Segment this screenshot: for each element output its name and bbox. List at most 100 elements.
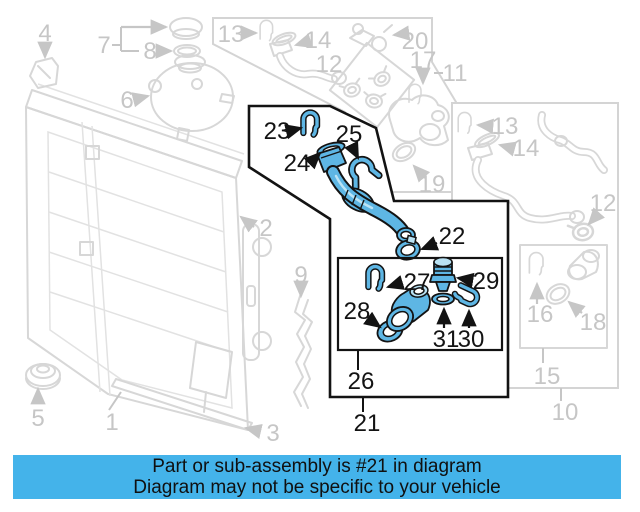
callout-label-2: 2: [259, 215, 272, 242]
mounting-bracket: [29, 57, 59, 89]
radiator-cap: [169, 17, 203, 40]
hose-end-fitting: [467, 142, 493, 161]
callout-label-29: 29: [473, 268, 500, 295]
lower-bracket: [293, 295, 313, 409]
upper-hose-box: [212, 17, 457, 193]
sensor-seal: [431, 292, 455, 306]
water-pipe: [316, 146, 416, 243]
callout-label-10: 10: [552, 399, 579, 426]
callout-label-24: 24: [284, 150, 311, 177]
drain-grommet: [25, 363, 61, 390]
callout-arrow-29: [455, 272, 475, 289]
callout-19: 19: [412, 164, 445, 198]
banner-line1: Part or sub-assembly is #21 in diagram: [152, 456, 482, 477]
callout-arrow-27: [385, 275, 405, 290]
callout-20: 20: [391, 25, 428, 55]
callout-7: 7: [97, 19, 169, 59]
callout-10: 10: [552, 388, 579, 426]
callout-28: 28: [344, 298, 382, 329]
callout-label-9: 9: [294, 262, 307, 289]
callout-29: 29: [455, 268, 500, 295]
radiator-tab: [79, 241, 94, 256]
callout-11: 11: [434, 60, 467, 87]
callout-label-12: 12: [316, 51, 343, 78]
callout-label-4: 4: [38, 20, 51, 47]
callout-label-14: 14: [513, 135, 540, 162]
callout-label-13: 13: [492, 113, 519, 140]
callout-arrow-25: [344, 140, 359, 160]
sub-parts-box: [336, 256, 504, 352]
t-connector: [349, 23, 393, 52]
callout-2: 2: [239, 215, 273, 242]
highlighted-assembly-21: 23 24 25 22 27 29 28 31: [247, 104, 510, 437]
o-ring: [391, 141, 417, 163]
callout-arrow-13: [475, 118, 494, 134]
callout-label-26: 26: [348, 368, 375, 395]
callout-label-14: 14: [305, 27, 332, 54]
elbow-box: [519, 244, 608, 349]
callout-6: 6: [120, 87, 151, 114]
callout-14-right: 14: [497, 135, 540, 162]
radiator-core: [47, 130, 233, 409]
o-ring: [545, 283, 571, 305]
callout-1: 1: [105, 391, 122, 436]
callout-label-11: 11: [443, 60, 468, 87]
callout-label-7: 7: [97, 32, 110, 59]
callout-arrow-3: [243, 423, 263, 439]
callout-13-right: 13: [475, 113, 519, 140]
banner-line2: Diagram may not be specific to your vehi…: [133, 477, 501, 498]
callout-8: 8: [143, 38, 174, 65]
callout-label-15: 15: [534, 363, 561, 390]
callout-label-8: 8: [143, 38, 156, 65]
callout-arrow-23: [284, 124, 304, 140]
callout-tick-1: [108, 391, 122, 411]
callout-label-27: 27: [404, 269, 431, 296]
callout-18: 18: [567, 300, 607, 336]
radiator-top-bar: [25, 89, 243, 179]
thermostat-housing: [388, 94, 450, 146]
radiator: [25, 83, 249, 431]
callout-bracket-7: [112, 27, 139, 52]
callout-label-21: 21: [354, 410, 381, 437]
callout-12-right: 12: [587, 190, 617, 226]
callout-14-upper: 14: [293, 27, 332, 54]
side-bracket: [242, 223, 272, 361]
callout-arrow-2: [239, 215, 258, 233]
callout-arrow-22: [419, 236, 440, 251]
callout-24: 24: [284, 150, 322, 177]
callout-17: 17: [410, 47, 436, 86]
callout-label-25: 25: [336, 121, 363, 148]
callout-13-upper: 13: [218, 21, 259, 48]
callout-label-1: 1: [105, 409, 118, 436]
callout-arrow-6: [131, 92, 151, 108]
callout-arrow-14: [293, 33, 313, 48]
callout-label-18: 18: [580, 309, 607, 336]
callout-label-30: 30: [458, 326, 485, 353]
air-guide-bar: [111, 378, 253, 431]
callout-arrow-28: [363, 311, 382, 329]
clamp-box: [328, 41, 416, 129]
callout-label-16: 16: [527, 301, 554, 328]
callout-label-5: 5: [31, 405, 44, 432]
spring-clamp: [348, 155, 383, 192]
callout-label-31: 31: [433, 326, 460, 353]
callout-26: 26: [348, 351, 375, 395]
callout-label-28: 28: [344, 298, 371, 325]
callout-5: 5: [30, 386, 46, 432]
expansion-tank: [148, 54, 235, 142]
callout-label-23: 23: [264, 118, 291, 145]
callout-21: 21: [354, 398, 381, 437]
callout-label-12: 12: [590, 190, 617, 217]
callout-25: 25: [336, 121, 363, 160]
callout-3: 3: [243, 420, 280, 447]
pipe-clamp: [395, 234, 421, 261]
callout-arrow-12: [587, 207, 605, 226]
callout-31: 31: [433, 306, 460, 353]
callout-15: 15: [534, 348, 561, 390]
callout-30: 30: [458, 308, 485, 353]
callout-23: 23: [264, 118, 304, 145]
callout-label-13: 13: [218, 21, 245, 48]
callout-22: 22: [419, 223, 466, 251]
callout-label-22: 22: [439, 223, 466, 250]
